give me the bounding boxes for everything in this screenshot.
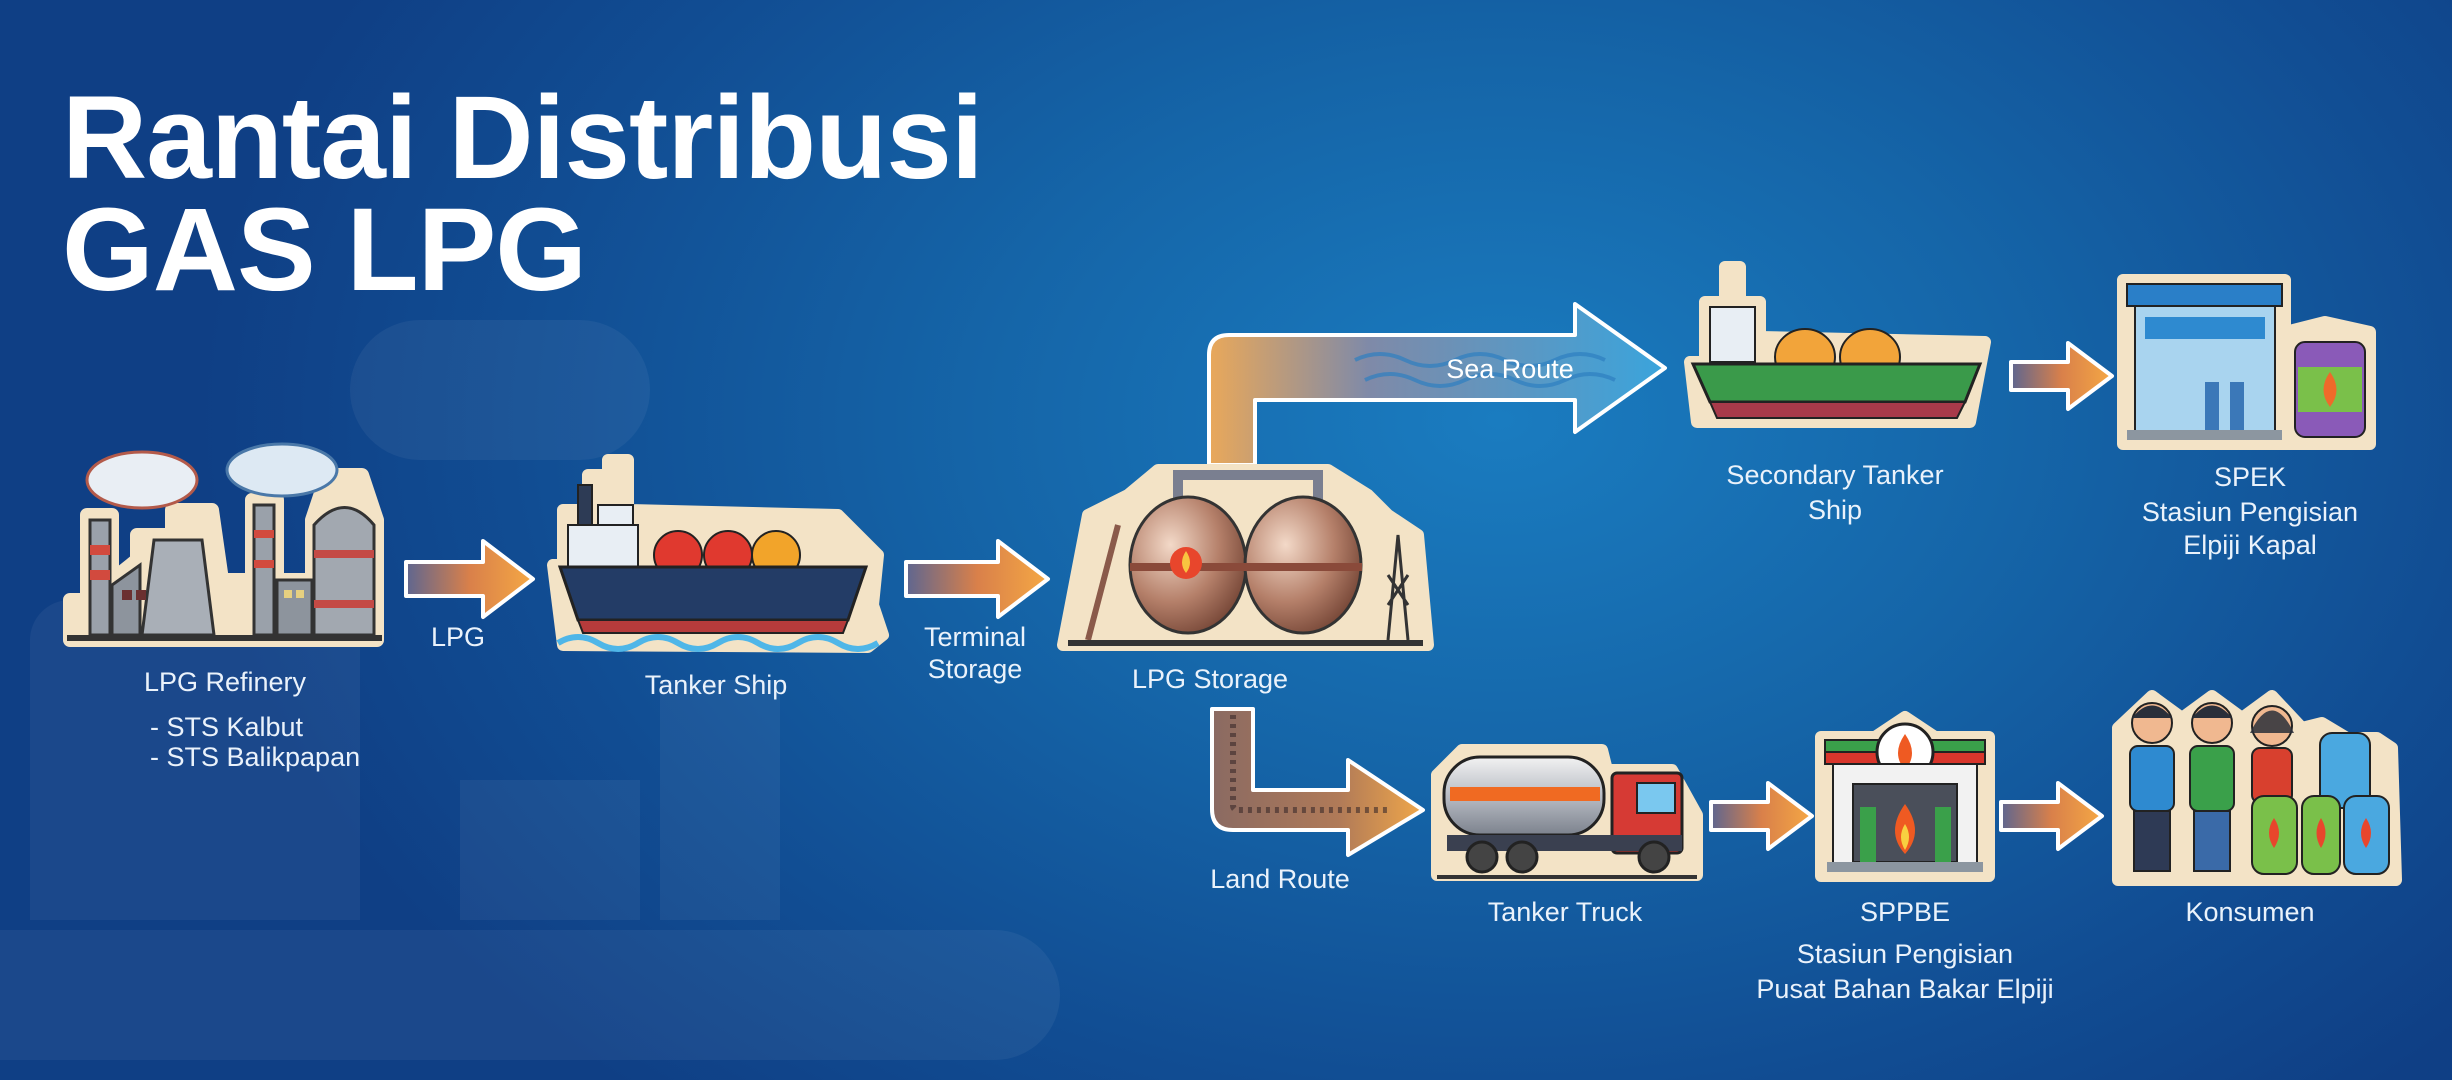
spek-desc-line2: Elpiji Kapal bbox=[2183, 530, 2317, 560]
refinery-label: LPG Refinery bbox=[143, 667, 307, 697]
land-route-arrow-icon bbox=[1210, 707, 1425, 857]
refinery-sublist-item: - STS Kalbut bbox=[150, 712, 304, 742]
sppbe-label: SPPBE bbox=[1859, 897, 1951, 927]
lpg-storage-label: LPG Storage bbox=[1131, 664, 1289, 694]
background-tower bbox=[660, 680, 780, 920]
title-line-2: GAS LPG bbox=[62, 184, 587, 316]
refinery-icon bbox=[63, 442, 384, 647]
secondary-tanker-label-line1: Secondary Tanker bbox=[1726, 460, 1944, 490]
consumers-icon bbox=[2112, 690, 2402, 886]
spek-station-icon bbox=[2117, 274, 2376, 450]
tanker-ship-icon bbox=[547, 454, 889, 653]
title-line-1: Rantai Distribusi bbox=[62, 72, 984, 204]
arrow-right-icon bbox=[1709, 781, 1814, 851]
background-silhouette bbox=[30, 600, 360, 920]
secondary-tanker-label-line2: Ship bbox=[1807, 495, 1863, 525]
sea-route-arrow-icon bbox=[1207, 302, 1667, 467]
background-pipe bbox=[0, 930, 1060, 1060]
storage-tanks-icon bbox=[1057, 464, 1434, 651]
spek-desc-line1: Stasiun Pengisian bbox=[2141, 497, 2359, 527]
edge-label-land-route: Land Route bbox=[1210, 864, 1350, 894]
tanker-truck-icon bbox=[1431, 744, 1703, 881]
arrow-right-icon bbox=[904, 539, 1050, 619]
arrow-right-icon bbox=[404, 539, 535, 619]
edge-label-sea-route: Sea Route bbox=[1446, 354, 1574, 384]
edge-label-storage: Storage bbox=[927, 654, 1023, 684]
sppbe-desc-line1: Stasiun Pengisian bbox=[1796, 939, 2014, 969]
edge-label-terminal: Terminal bbox=[923, 622, 1027, 652]
konsumen-label: Konsumen bbox=[2185, 897, 2315, 927]
page-title: Rantai Distribusi GAS LPG bbox=[62, 72, 984, 316]
background-cloud bbox=[350, 320, 650, 460]
secondary-tanker-icon bbox=[1684, 261, 1991, 428]
refinery-sublist-item: - STS Balikpapan bbox=[150, 742, 361, 772]
background-building bbox=[460, 780, 640, 920]
edge-label-lpg: LPG bbox=[430, 622, 486, 652]
sppbe-desc-line2: Pusat Bahan Bakar Elpiji bbox=[1756, 974, 2054, 1004]
arrow-right-icon bbox=[2009, 341, 2114, 411]
arrow-right-icon bbox=[1999, 781, 2104, 851]
tanker-ship-label: Tanker Ship bbox=[644, 670, 788, 700]
sppbe-station-icon bbox=[1815, 711, 1995, 882]
tanker-truck-label: Tanker Truck bbox=[1487, 897, 1643, 927]
spek-label: SPEK bbox=[2213, 462, 2287, 492]
